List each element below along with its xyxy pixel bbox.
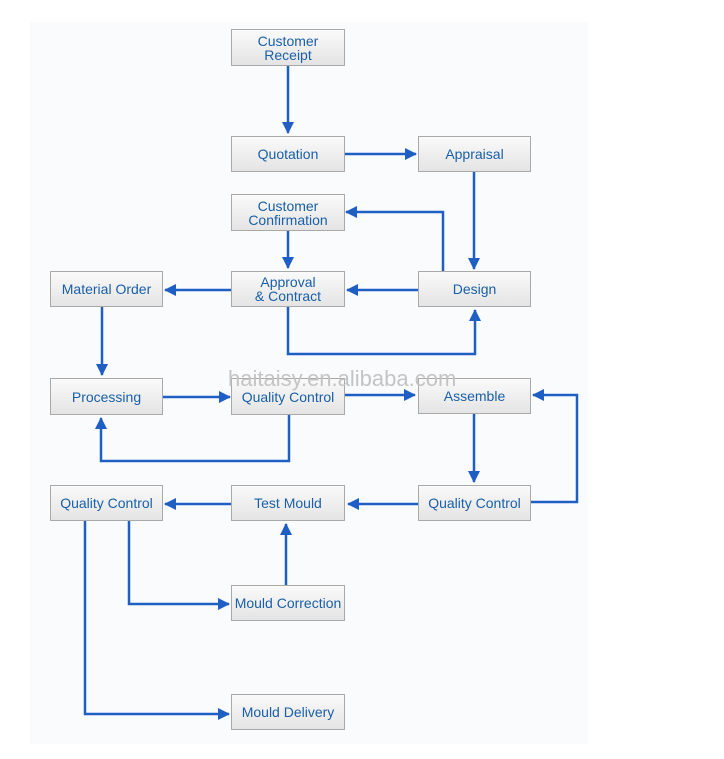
node-quotation: Quotation [231, 136, 345, 172]
node-processing: Processing [50, 378, 163, 415]
node-quality-control-2: Quality Control [418, 485, 531, 521]
watermark-text: haitaisy.en.alibaba.com [228, 366, 457, 391]
node-customer-receipt: Customer Receipt [231, 29, 345, 66]
node-assemble: Assemble [418, 378, 531, 414]
node-approval-contract: Approval & Contract [231, 271, 345, 307]
node-design: Design [418, 271, 531, 307]
arrow-approval-to-design [286, 307, 481, 356]
arrow-qc1-to-processing [95, 415, 291, 463]
arrow-qc3-to-delivery [83, 521, 230, 720]
node-quality-control-3: Quality Control [50, 485, 163, 521]
arrow-qc3-to-correction [127, 521, 230, 610]
node-mould-delivery: Mould Delivery [231, 694, 345, 730]
node-material-order: Material Order [50, 271, 163, 307]
node-quality-control-1: Quality Control [231, 378, 345, 415]
node-mould-correction: Mould Correction [231, 585, 345, 621]
node-customer-confirmation: Customer Confirmation [231, 194, 345, 231]
node-appraisal: Appraisal [418, 136, 531, 172]
arrow-qc2-to-assemble [531, 389, 579, 504]
node-test-mould: Test Mould [231, 485, 345, 521]
arrow-design-to-confirmation [345, 206, 445, 271]
